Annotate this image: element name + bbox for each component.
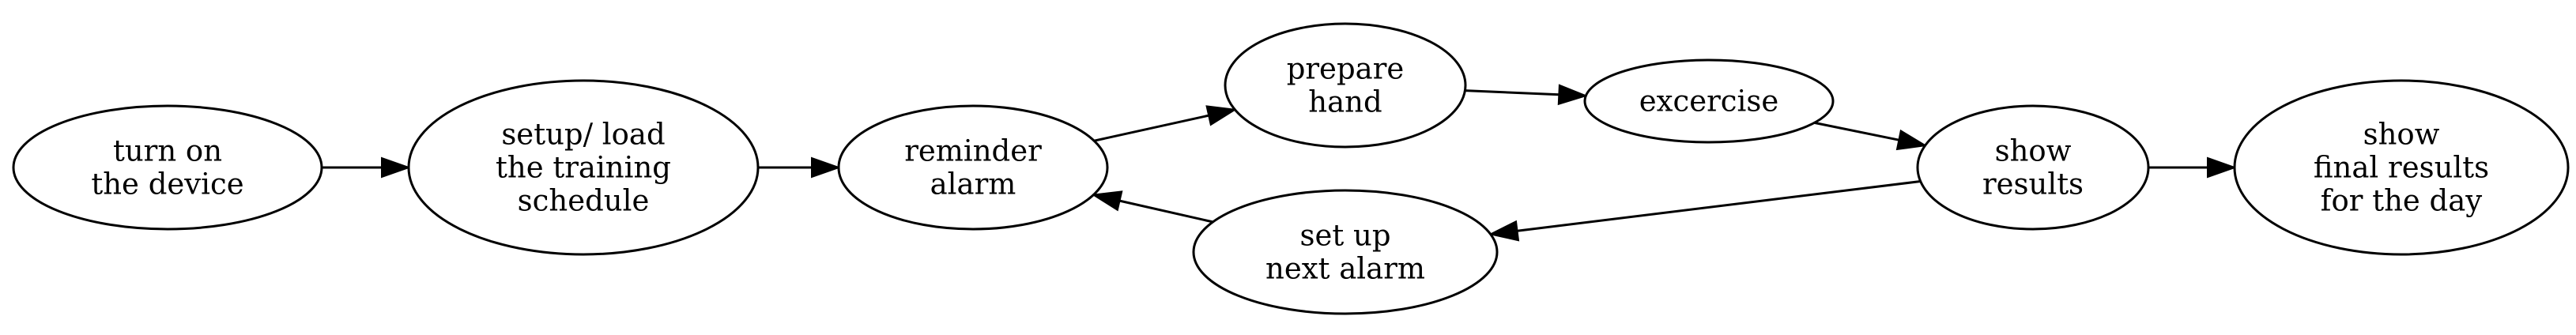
node-ellipse — [837, 104, 1109, 231]
node-label-line: setup/ load — [501, 118, 665, 152]
node-label-line: turn on — [113, 134, 222, 168]
node-label-line: the training — [496, 151, 671, 185]
edge-line — [1119, 199, 1213, 224]
node-label-line: alarm — [930, 168, 1016, 201]
edge-set-up-next-alarm-to-reminder-alarm — [1091, 190, 1213, 224]
node-ellipse — [1224, 22, 1467, 149]
arrowhead-icon — [1557, 84, 1589, 106]
node-label-line: results — [1982, 168, 2084, 201]
node-ellipse — [1192, 189, 1499, 315]
arrowhead-icon — [811, 156, 842, 179]
node-ellipse — [407, 79, 760, 256]
edges — [322, 84, 2238, 242]
node-label-line: set up — [1299, 219, 1390, 253]
edge-line — [1093, 114, 1209, 142]
node-label-line: next alarm — [1265, 252, 1425, 286]
arrowhead-icon — [1488, 220, 1520, 242]
node-label-line: show — [2363, 118, 2440, 152]
edge-line — [1814, 121, 1899, 141]
arrowhead-icon — [2207, 156, 2238, 179]
node-label-line: for the day — [2321, 184, 2483, 218]
node-label-line: the device — [91, 168, 243, 201]
node-ellipse — [12, 104, 323, 231]
edge-line — [1465, 89, 1560, 96]
arrowhead-icon — [1091, 190, 1123, 212]
node-ellipse — [1916, 104, 2150, 231]
edge-setup-load-to-reminder-alarm — [758, 156, 842, 179]
node-label-line: hand — [1308, 85, 1382, 119]
arrowhead-icon — [1205, 105, 1238, 126]
node-ellipse — [2233, 79, 2570, 256]
edge-line — [1517, 180, 1921, 232]
node-excercise: excercise — [1583, 58, 1835, 144]
edge-reminder-alarm-to-prepare-hand — [1093, 105, 1238, 142]
node-label-line: reminder — [904, 134, 1042, 168]
arrowhead-icon — [381, 156, 412, 179]
edge-excercise-to-show-results — [1814, 121, 1928, 151]
node-ellipse — [1583, 58, 1835, 144]
edge-show-results-to-set-up-next-alarm — [1488, 180, 1921, 242]
arrowhead-icon — [1895, 129, 1928, 151]
node-label-line: excercise — [1639, 85, 1779, 119]
node-label-line: final results — [2314, 151, 2489, 185]
node-label-line: show — [1995, 134, 2072, 168]
edge-turn-on-to-setup-load — [322, 156, 412, 179]
edge-prepare-hand-to-excercise — [1465, 84, 1589, 106]
edge-show-results-to-show-final-results — [2148, 156, 2238, 179]
node-label-line: prepare — [1287, 52, 1405, 86]
node-label-line: schedule — [518, 184, 650, 218]
